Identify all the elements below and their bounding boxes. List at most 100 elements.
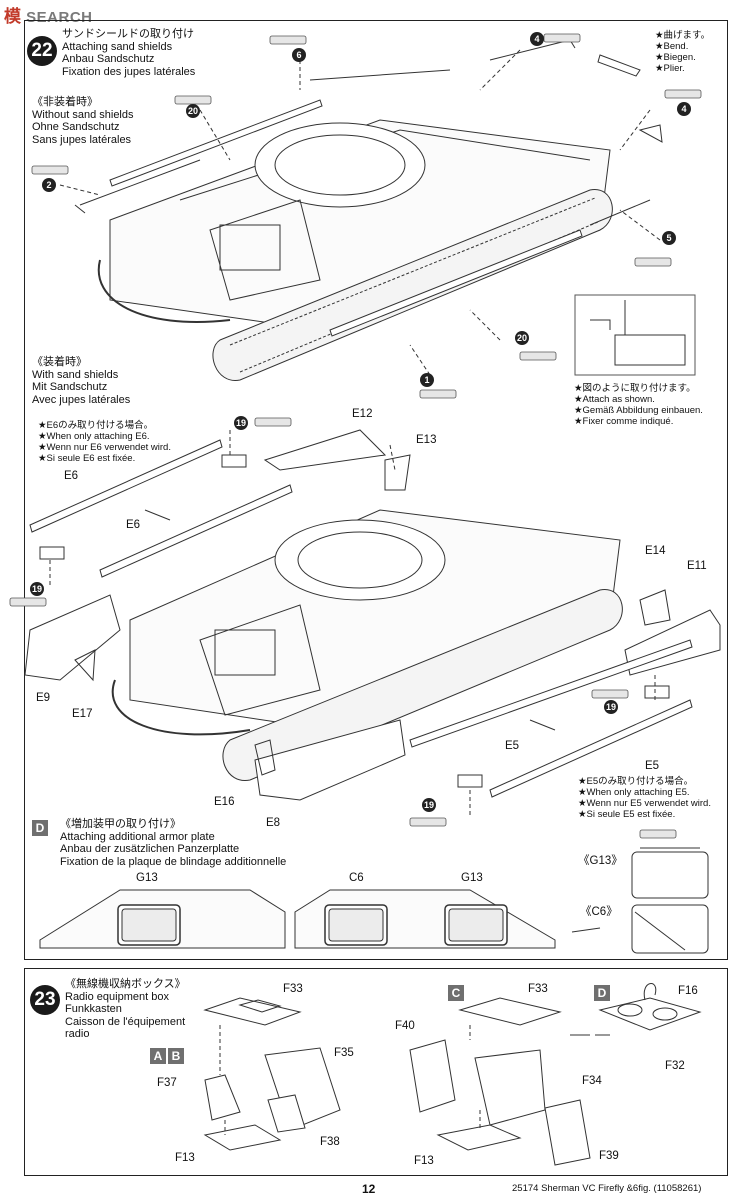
part-e6-top: E6: [64, 470, 79, 482]
part-e8: E8: [266, 817, 281, 829]
callout-4a: 4: [530, 32, 544, 46]
callout-19b: 19: [30, 582, 44, 596]
callout-19c: 19: [604, 700, 618, 714]
callout-19d: 19: [422, 798, 436, 812]
part-f39: F39: [599, 1150, 619, 1162]
plate-g13-right: G13: [461, 872, 483, 884]
without-shields-en: Without sand shields: [32, 108, 134, 121]
bend-note-jp: ★曲げます。: [655, 30, 711, 41]
step-23-title-en: Radio equipment box: [65, 990, 169, 1003]
page-number: 12: [362, 1182, 376, 1196]
step-22-badge: 22: [27, 36, 57, 66]
bend-note-fr: ★Plier.: [655, 63, 685, 74]
attach-as-shown-note: ★図のように取り付けます。 ★Attach as shown. ★Gemäß A…: [574, 383, 724, 427]
step-23-title-jp: 《無線機収納ボックス》: [65, 978, 186, 990]
callout-6: 6: [292, 48, 306, 62]
with-shields-jp: 《装着時》: [32, 356, 87, 368]
callout-2: 2: [42, 178, 56, 192]
part-e5-b: E5: [645, 760, 660, 772]
attach-note-de: ★Gemäß Abbildung einbauen.: [574, 405, 703, 416]
step-22-title-fr: Fixation des jupes latérales: [62, 65, 196, 78]
part-f32: F32: [665, 1060, 685, 1072]
section-d-title-jp: 《増加装甲の取り付け》: [60, 818, 181, 830]
variant-b-badge: B: [168, 1048, 184, 1064]
detail-c6-label: 《C6》: [580, 906, 618, 918]
step22-frame: [24, 20, 728, 960]
with-shields-de: Mit Sandschutz: [32, 381, 108, 393]
without-shields-jp: 《非装着時》: [32, 96, 98, 108]
section-d-badge: D: [32, 820, 48, 836]
section-d-title-fr: Fixation de la plaque de blindage additi…: [60, 855, 287, 868]
attach-note-en: ★Attach as shown.: [574, 394, 655, 405]
e6-note-jp: ★E6のみ取り付ける場合。: [38, 420, 154, 431]
footer-product: Sherman VC Firefly &6fig.: [541, 1183, 651, 1194]
attach-note-jp: ★図のように取り付けます。: [574, 383, 696, 394]
watermark-text: SEARCH: [26, 9, 93, 26]
plate-c6: C6: [349, 872, 364, 884]
without-shields-de: Ohne Sandschutz: [32, 121, 120, 133]
step-22-title: サンドシールドの取り付け Attaching sand shields Anba…: [62, 28, 302, 78]
part-f33-left: F33: [283, 983, 303, 995]
with-shields-block: 《装着時》 With sand shields Mit Sandschutz A…: [32, 356, 192, 406]
callout-5: 5: [662, 231, 676, 245]
part-e12: E12: [352, 408, 373, 420]
e6-note-fr: ★Si seule E6 est fixée.: [38, 453, 136, 464]
step-23-title-fr: Caisson de l'équipement: [65, 1015, 186, 1028]
watermark: 模 SEARCH: [4, 2, 93, 27]
bend-note-de: ★Biegen.: [655, 52, 696, 63]
section-d-title: 《増加装甲の取り付け》 Attaching additional armor p…: [60, 818, 360, 868]
e5-note-fr: ★Si seule E5 est fixée.: [578, 809, 676, 820]
section-d-title-en: Attaching additional armor plate: [60, 830, 215, 843]
e5-note-de: ★Wenn nur E5 verwendet wird.: [578, 798, 711, 809]
callout-20a: 20: [186, 104, 200, 118]
footer-info: 25174 Sherman VC Firefly &6fig. (1105826…: [512, 1183, 701, 1194]
part-e16: E16: [214, 796, 235, 808]
plate-g13-left: G13: [136, 872, 158, 884]
e5-only-note: ★E5のみ取り付ける場合。 ★When only attaching E5. ★…: [578, 776, 728, 820]
part-f33-right: F33: [528, 983, 548, 995]
callout-20b: 20: [515, 331, 529, 345]
step23-frame: [24, 968, 728, 1176]
part-e13: E13: [416, 434, 437, 446]
without-shields-fr: Sans jupes latérales: [32, 133, 132, 146]
e6-note-en: ★When only attaching E6.: [38, 431, 150, 442]
part-f35: F35: [334, 1047, 354, 1059]
part-e11: E11: [687, 560, 707, 572]
bend-note-en: ★Bend.: [655, 41, 689, 52]
part-e14: E14: [645, 545, 666, 557]
e5-note-en: ★When only attaching E5.: [578, 787, 690, 798]
callout-19a: 19: [234, 416, 248, 430]
section-d-title-de: Anbau der zusätzlichen Panzerplatte: [60, 843, 240, 855]
step-22-title-de: Anbau Sandschutz: [62, 53, 155, 65]
e5-note-jp: ★E5のみ取り付ける場合。: [578, 776, 694, 787]
variant-d-badge: D: [594, 985, 610, 1001]
e6-note-de: ★Wenn nur E6 verwendet wird.: [38, 442, 171, 453]
step-23-title-fr2: radio: [65, 1028, 90, 1040]
with-shields-en: With sand shields: [32, 368, 119, 381]
part-f38: F38: [320, 1136, 340, 1148]
bend-note: ★曲げます。 ★Bend. ★Biegen. ★Plier.: [655, 30, 725, 74]
part-e5-a: E5: [505, 740, 520, 752]
variant-a-badge: A: [150, 1048, 166, 1064]
callout-4b: 4: [677, 102, 691, 116]
e6-only-note: ★E6のみ取り付ける場合。 ★When only attaching E6. ★…: [38, 420, 198, 464]
step-23-title: 《無線機収納ボックス》 Radio equipment box Funkkast…: [65, 978, 225, 1041]
footer-code: 25174: [512, 1183, 539, 1194]
part-f13-left: F13: [175, 1152, 195, 1164]
part-e6-mid: E6: [126, 519, 141, 531]
step-22-title-jp: サンドシールドの取り付け: [62, 28, 194, 40]
part-e17: E17: [72, 708, 93, 720]
without-shields-block: 《非装着時》 Without sand shields Ohne Sandsch…: [32, 96, 192, 146]
part-f40: F40: [395, 1020, 415, 1032]
step-22-title-en: Attaching sand shields: [62, 40, 173, 53]
part-e9: E9: [36, 692, 51, 704]
part-f16: F16: [678, 985, 698, 997]
with-shields-fr: Avec jupes latérales: [32, 393, 131, 406]
attach-note-fr: ★Fixer comme indiqué.: [574, 416, 674, 427]
variant-c-badge: C: [448, 985, 464, 1001]
part-f34: F34: [582, 1075, 602, 1087]
callout-1: 1: [420, 373, 434, 387]
step-23-title-de: Funkkasten: [65, 1003, 122, 1015]
watermark-logo: 模: [4, 7, 22, 26]
